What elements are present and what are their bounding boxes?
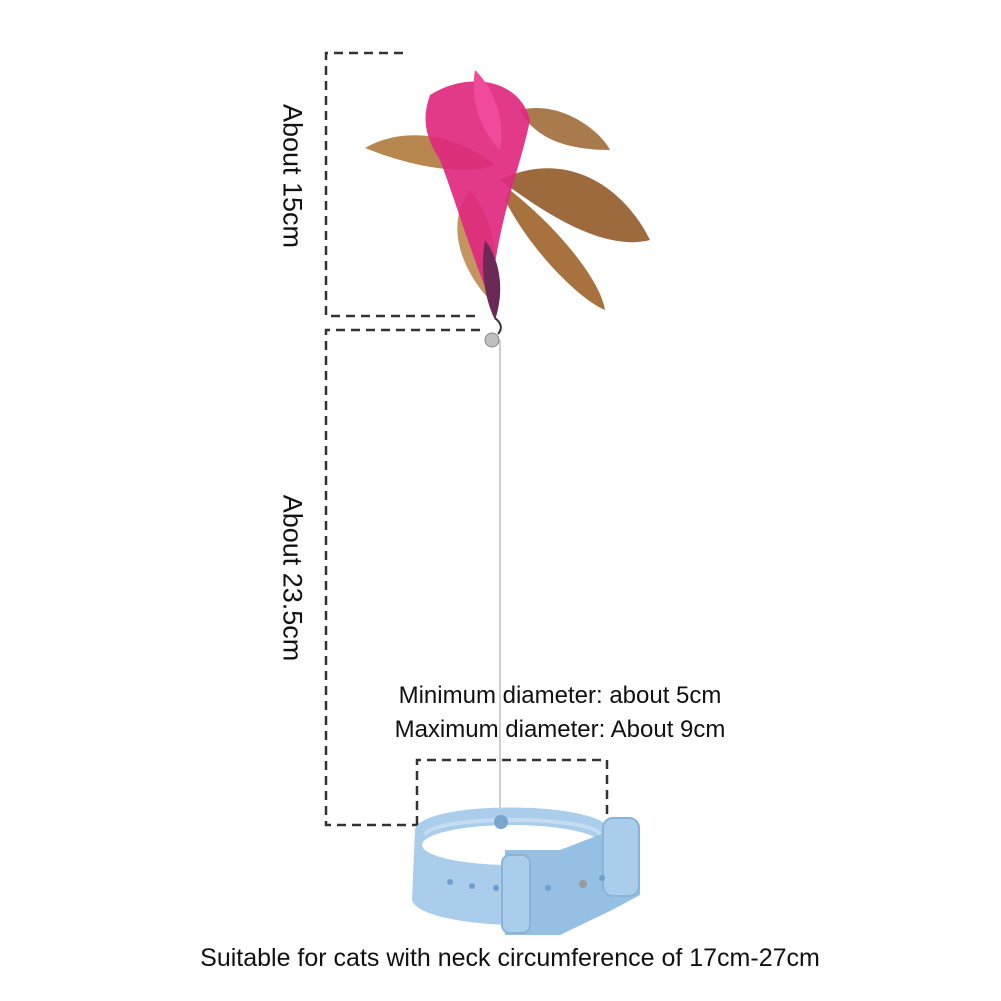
wire-dimension-bracket <box>324 328 498 827</box>
wire-length-label: About 23.5cm <box>277 494 308 662</box>
caption: Suitable for cats with neck circumferenc… <box>200 944 820 972</box>
feather-length-label: About 15cm <box>277 103 308 249</box>
feather-dimension-bracket <box>324 51 480 318</box>
bell-icon <box>484 332 500 348</box>
min-diameter-label: Minimum diameter: about 5cm <box>398 682 722 709</box>
collar-diameter-bracket <box>415 758 609 825</box>
max-diameter-label: Maximum diameter: About 9cm <box>394 716 726 743</box>
collar <box>412 807 640 935</box>
feather-tuft <box>365 70 650 320</box>
